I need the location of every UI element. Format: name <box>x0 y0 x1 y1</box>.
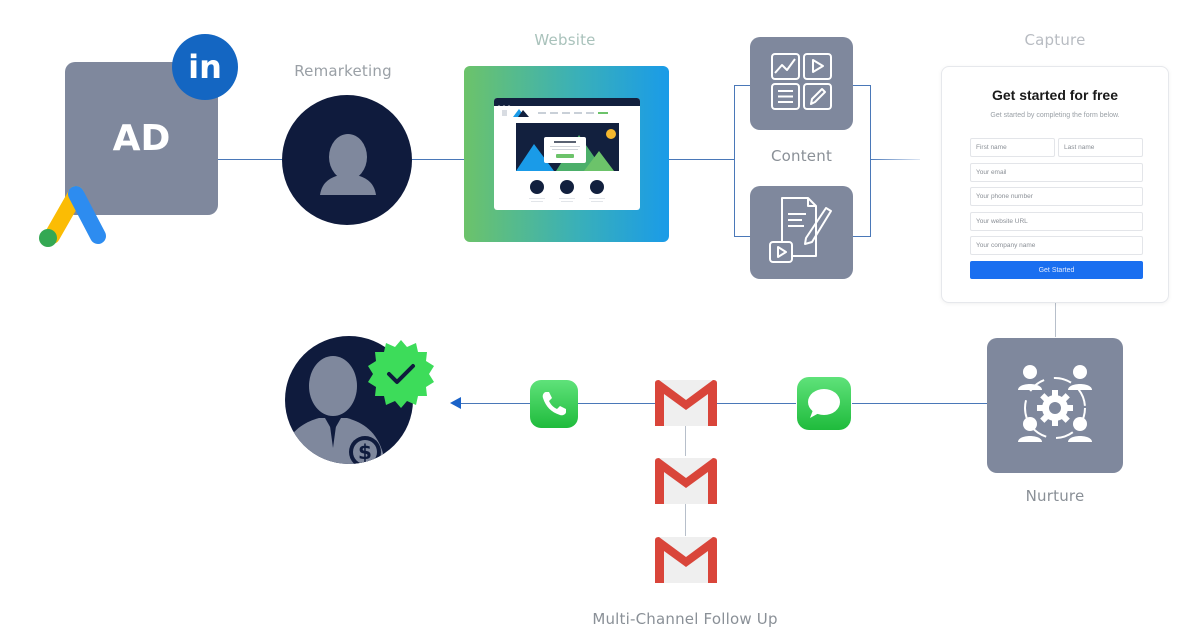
email-field[interactable]: Your email <box>970 163 1143 182</box>
connector-content-capture <box>870 159 920 160</box>
content-bracket-right <box>870 85 871 237</box>
nurture-node <box>987 338 1123 473</box>
connector-gmail-1-2 <box>685 426 686 456</box>
webpage-illustration <box>502 109 619 202</box>
website-node <box>464 66 669 242</box>
arrow-head-icon <box>450 397 461 409</box>
phone-field[interactable]: Your phone number <box>970 187 1143 206</box>
connector-website-content <box>669 159 735 160</box>
content-bracket-left-bottom <box>734 236 750 237</box>
form-subtitle: Get started by completing the form below… <box>990 112 1120 119</box>
linkedin-icon: in <box>172 34 238 100</box>
content-label: Content <box>770 147 833 165</box>
ad-label: AD <box>112 118 171 159</box>
content-bracket-left-top <box>734 85 750 86</box>
nurture-label: Nurture <box>1025 487 1085 505</box>
team-gear-icon <box>1018 365 1092 442</box>
user-silhouette-icon <box>320 134 376 195</box>
verified-badge-icon <box>368 340 434 408</box>
connector-gmail-phone <box>578 403 656 404</box>
connector-phone-customer <box>460 403 530 404</box>
last-name-field[interactable]: Last name <box>1058 138 1143 157</box>
phone-app-icon <box>530 380 578 428</box>
google-ads-icon <box>39 186 106 247</box>
website-url-field[interactable]: Your website URL <box>970 212 1143 231</box>
content-bracket-right-bottom <box>853 236 871 237</box>
connector-nurture-messages <box>852 403 987 404</box>
connector-messages-gmail <box>716 403 796 404</box>
content-media-node <box>750 37 853 130</box>
content-document-node <box>750 186 853 279</box>
capture-label: Capture <box>1024 31 1086 49</box>
follow-up-label: Multi-Channel Follow Up <box>592 610 778 628</box>
connector-capture-nurture <box>1055 301 1056 337</box>
document-edit-icon <box>769 197 832 263</box>
media-grid-icon <box>771 53 832 110</box>
remarketing-label: Remarketing <box>294 62 392 80</box>
content-bracket-right-top <box>853 85 871 86</box>
signup-form-card: Get started for free Get started by comp… <box>941 66 1169 303</box>
remarketing-node <box>282 95 412 225</box>
get-started-button[interactable]: Get Started <box>970 261 1143 279</box>
connector-remarketing-website <box>412 159 464 160</box>
content-bracket-left <box>734 85 735 237</box>
gmail-icon <box>655 458 717 504</box>
company-field[interactable]: Your company name <box>970 236 1143 255</box>
dollar-icon: $ <box>358 440 372 464</box>
connector-ad-remarketing <box>218 159 282 160</box>
website-label: Website <box>534 31 596 49</box>
gmail-icon <box>655 537 717 583</box>
messages-app-icon <box>797 377 851 430</box>
form-title: Get started for free <box>991 87 1119 103</box>
browser-titlebar <box>494 98 640 109</box>
first-name-field[interactable]: First name <box>970 138 1055 157</box>
gmail-icon <box>655 380 717 426</box>
linkedin-text: in <box>188 48 222 86</box>
connector-gmail-2-3 <box>685 504 686 536</box>
browser-mockup <box>494 98 640 210</box>
